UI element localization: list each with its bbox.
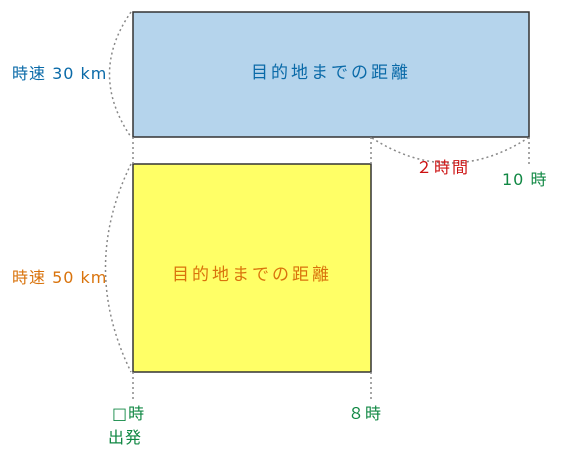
speed-brace-50kmh: [104, 163, 132, 373]
distance-box-30kmh: [132, 11, 530, 138]
bottom-box-label: 目的地までの距離: [172, 265, 332, 285]
departure-time: □時: [112, 404, 146, 423]
time-gap-label: ２時間: [416, 158, 471, 177]
speed-label-30kmh: 時速 30 km: [12, 64, 108, 83]
arrival-time-slow: 10 時: [502, 170, 548, 189]
time-gap-brace: [371, 137, 529, 164]
top-box-label: 目的地までの距離: [251, 63, 411, 83]
departure-label: 出発: [108, 428, 143, 447]
speed-label-50kmh: 時速 50 km: [12, 268, 108, 287]
distance-box-50kmh: [132, 163, 372, 373]
arrival-time-fast: ８時: [348, 404, 383, 423]
speed-brace-30kmh: [108, 11, 132, 138]
